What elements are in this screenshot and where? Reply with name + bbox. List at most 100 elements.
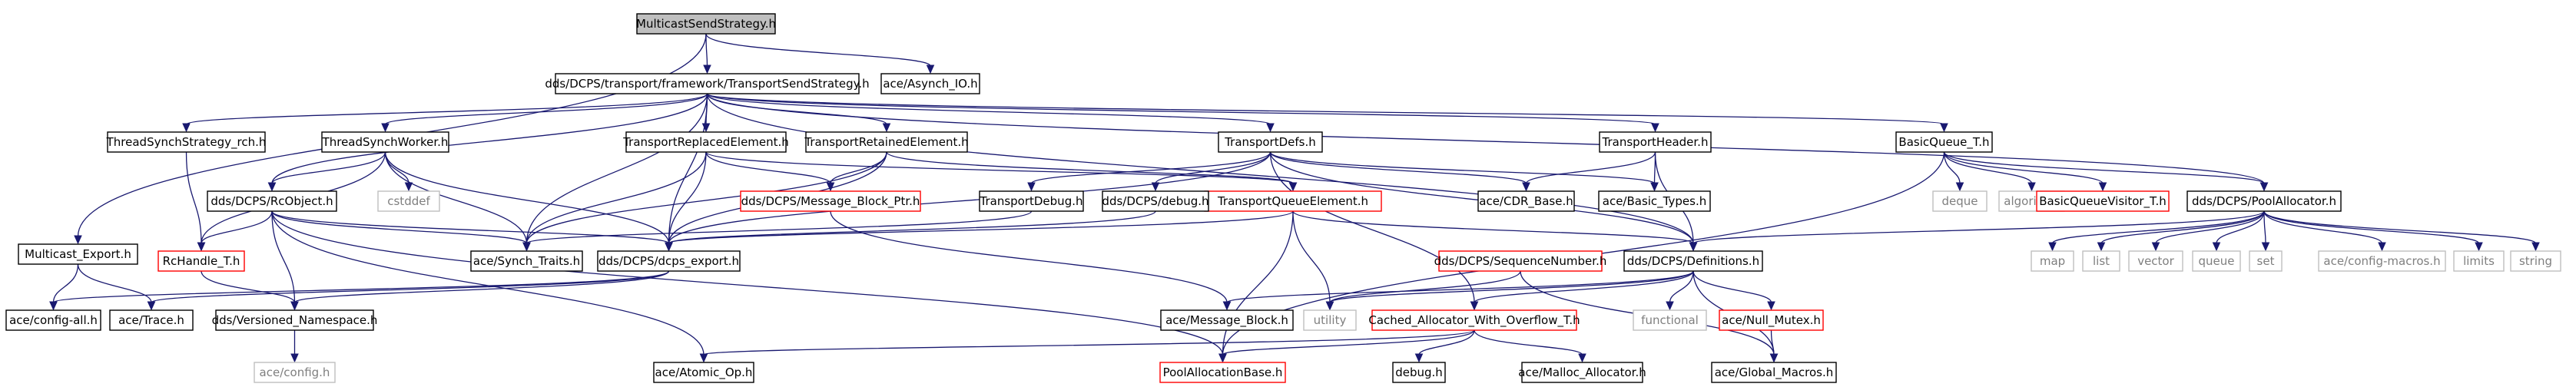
- node-rch[interactable]: RcHandle_T.h: [157, 250, 245, 272]
- node-label: ace/Malloc_Allocator.h: [1518, 366, 1646, 380]
- node-bqv[interactable]: BasicQueueVisitor_T.h: [2036, 190, 2170, 212]
- node-box: [1521, 362, 1643, 383]
- node-box: [2036, 190, 2170, 212]
- edge-line: [151, 270, 670, 303]
- node-mbptr[interactable]: dds/DCPS/Message_Block_Ptr.h: [740, 190, 921, 212]
- edge-ddbg-to-dexp: [665, 210, 1156, 252]
- node-list: list: [2082, 250, 2120, 272]
- node-trace[interactable]: ace/Trace.h: [109, 309, 194, 331]
- edge-line: [185, 151, 202, 244]
- node-box: [2186, 190, 2342, 212]
- node-vector: vector: [2128, 250, 2183, 272]
- node-map: map: [2031, 250, 2074, 272]
- edge-line: [271, 93, 708, 184]
- edge-arrowhead: [882, 123, 891, 133]
- node-box: [254, 362, 336, 383]
- node-label: list: [2093, 254, 2110, 268]
- node-tdbg[interactable]: TransportDebug.h: [979, 190, 1084, 212]
- node-tsw[interactable]: ThreadSynchWorker.h: [321, 131, 449, 153]
- node-cfgall[interactable]: ace/config-all.h: [5, 309, 101, 331]
- edge-line: [668, 210, 1294, 244]
- edge-line: [1669, 270, 1694, 303]
- node-tdefs[interactable]: TransportDefs.h: [1218, 131, 1323, 153]
- edge-line: [1329, 270, 1694, 303]
- edge-tss-to-trpe: [701, 93, 711, 133]
- node-box: [1711, 362, 1837, 383]
- node-label: dds/DCPS/transport/framework/TransportSe…: [545, 77, 869, 91]
- edge-line: [706, 93, 2265, 184]
- edge-caowo-to-pab: [1218, 329, 1475, 363]
- node-mcexp[interactable]: Multicast_Export.h: [18, 243, 138, 265]
- edge-nullmx-to-gmac: [1769, 329, 1779, 363]
- node-tss[interactable]: dds/DCPS/transport/framework/TransportSe…: [545, 73, 870, 94]
- edge-line: [2263, 210, 2480, 244]
- node-box: [740, 190, 921, 212]
- node-func: functional: [1633, 309, 1707, 331]
- edge-rcobj-to-dexp: [271, 210, 673, 252]
- node-cdr[interactable]: ace/CDR_Base.h: [1477, 190, 1575, 212]
- edge-line: [668, 93, 708, 244]
- node-trte[interactable]: TransportRetainedElement.h: [804, 131, 969, 153]
- edge-tsrch-to-rch: [185, 151, 206, 252]
- node-bq[interactable]: BasicQueue_T.h: [1895, 131, 1993, 153]
- node-aio[interactable]: ace/Asynch_IO.h: [880, 73, 980, 94]
- edge-arrowhead: [1666, 301, 1674, 311]
- edge-line: [1692, 210, 2265, 244]
- node-pab[interactable]: PoolAllocationBase.h: [1159, 362, 1286, 383]
- node-box: [1102, 190, 1209, 212]
- edge-arrowhead: [1522, 182, 1530, 192]
- node-seqn[interactable]: dds/DCPS/SequenceNumber.h: [1434, 250, 1607, 272]
- node-box: [157, 250, 245, 272]
- node-vns[interactable]: dds/Versioned_Namespace.h: [212, 309, 378, 331]
- node-tsrch[interactable]: ThreadSynchStrategy_rch.h: [106, 131, 267, 153]
- edge-line: [1329, 270, 1521, 303]
- node-set: set: [2249, 250, 2283, 272]
- node-box: [5, 309, 101, 331]
- node-box: [215, 309, 374, 331]
- node-box: [1477, 190, 1575, 212]
- node-box: [2128, 250, 2183, 272]
- node-acecfg: ace/config.h: [254, 362, 336, 383]
- node-ddbg[interactable]: dds/DCPS/debug.h: [1102, 190, 1209, 212]
- node-box: [18, 243, 138, 265]
- edge-tdefs-to-ddbg: [1151, 151, 1271, 192]
- node-mblk[interactable]: ace/Message_Block.h: [1160, 309, 1294, 331]
- edge-arrowhead: [2212, 242, 2221, 252]
- node-thdr[interactable]: TransportHeader.h: [1599, 131, 1712, 153]
- edge-line: [1474, 270, 1694, 303]
- edge-caowo-to-debugh: [1414, 329, 1475, 363]
- edge-bq-to-deque: [1943, 151, 1964, 192]
- node-label: ace/config.h: [260, 366, 330, 379]
- node-debugh[interactable]: debug.h: [1392, 362, 1446, 383]
- node-dexp[interactable]: dds/DCPS/dcps_export.h: [597, 250, 741, 272]
- edge-pool-to-set: [2261, 210, 2270, 252]
- node-tqe[interactable]: TransportQueueElement.h: [1204, 190, 1382, 212]
- edge-arrowhead: [74, 235, 82, 245]
- node-atomic[interactable]: ace/Atomic_Op.h: [653, 362, 754, 383]
- node-label: map: [2040, 254, 2065, 268]
- node-pool[interactable]: dds/DCPS/PoolAllocator.h: [2186, 190, 2342, 212]
- node-gmac[interactable]: ace/Global_Macros.h: [1711, 362, 1837, 383]
- edge-caowo-to-malloc: [1474, 329, 1586, 363]
- edge-rcobj-to-rch: [197, 210, 273, 252]
- node-label: queue: [2199, 254, 2235, 268]
- node-malloc[interactable]: ace/Malloc_Allocator.h: [1518, 362, 1646, 383]
- node-root[interactable]: MulticastSendStrategy.h: [636, 13, 776, 35]
- node-rcobj[interactable]: dds/DCPS/RcObject.h: [207, 190, 337, 212]
- edge-line: [271, 151, 386, 184]
- node-box: [1159, 362, 1286, 383]
- node-caowo[interactable]: Cached_Allocator_With_Overflow_T.h: [1368, 309, 1580, 331]
- node-trpe[interactable]: TransportReplacedElement.h: [622, 131, 789, 153]
- edge-arrowhead: [290, 301, 299, 311]
- node-defs[interactable]: dds/DCPS/Definitions.h: [1623, 250, 1763, 272]
- edge-arrowhead: [665, 242, 673, 252]
- node-limits: limits: [2453, 250, 2505, 272]
- node-nullmx[interactable]: ace/Null_Mutex.h: [1719, 309, 1824, 331]
- edge-line: [271, 210, 528, 244]
- node-synch[interactable]: ace/Synch_Traits.h: [470, 250, 583, 272]
- node-label: ace/Synch_Traits.h: [473, 254, 580, 269]
- edge-line: [830, 210, 1228, 303]
- edge-line: [705, 93, 708, 125]
- node-btypes[interactable]: ace/Basic_Types.h: [1598, 190, 1711, 212]
- node-box: [207, 190, 337, 212]
